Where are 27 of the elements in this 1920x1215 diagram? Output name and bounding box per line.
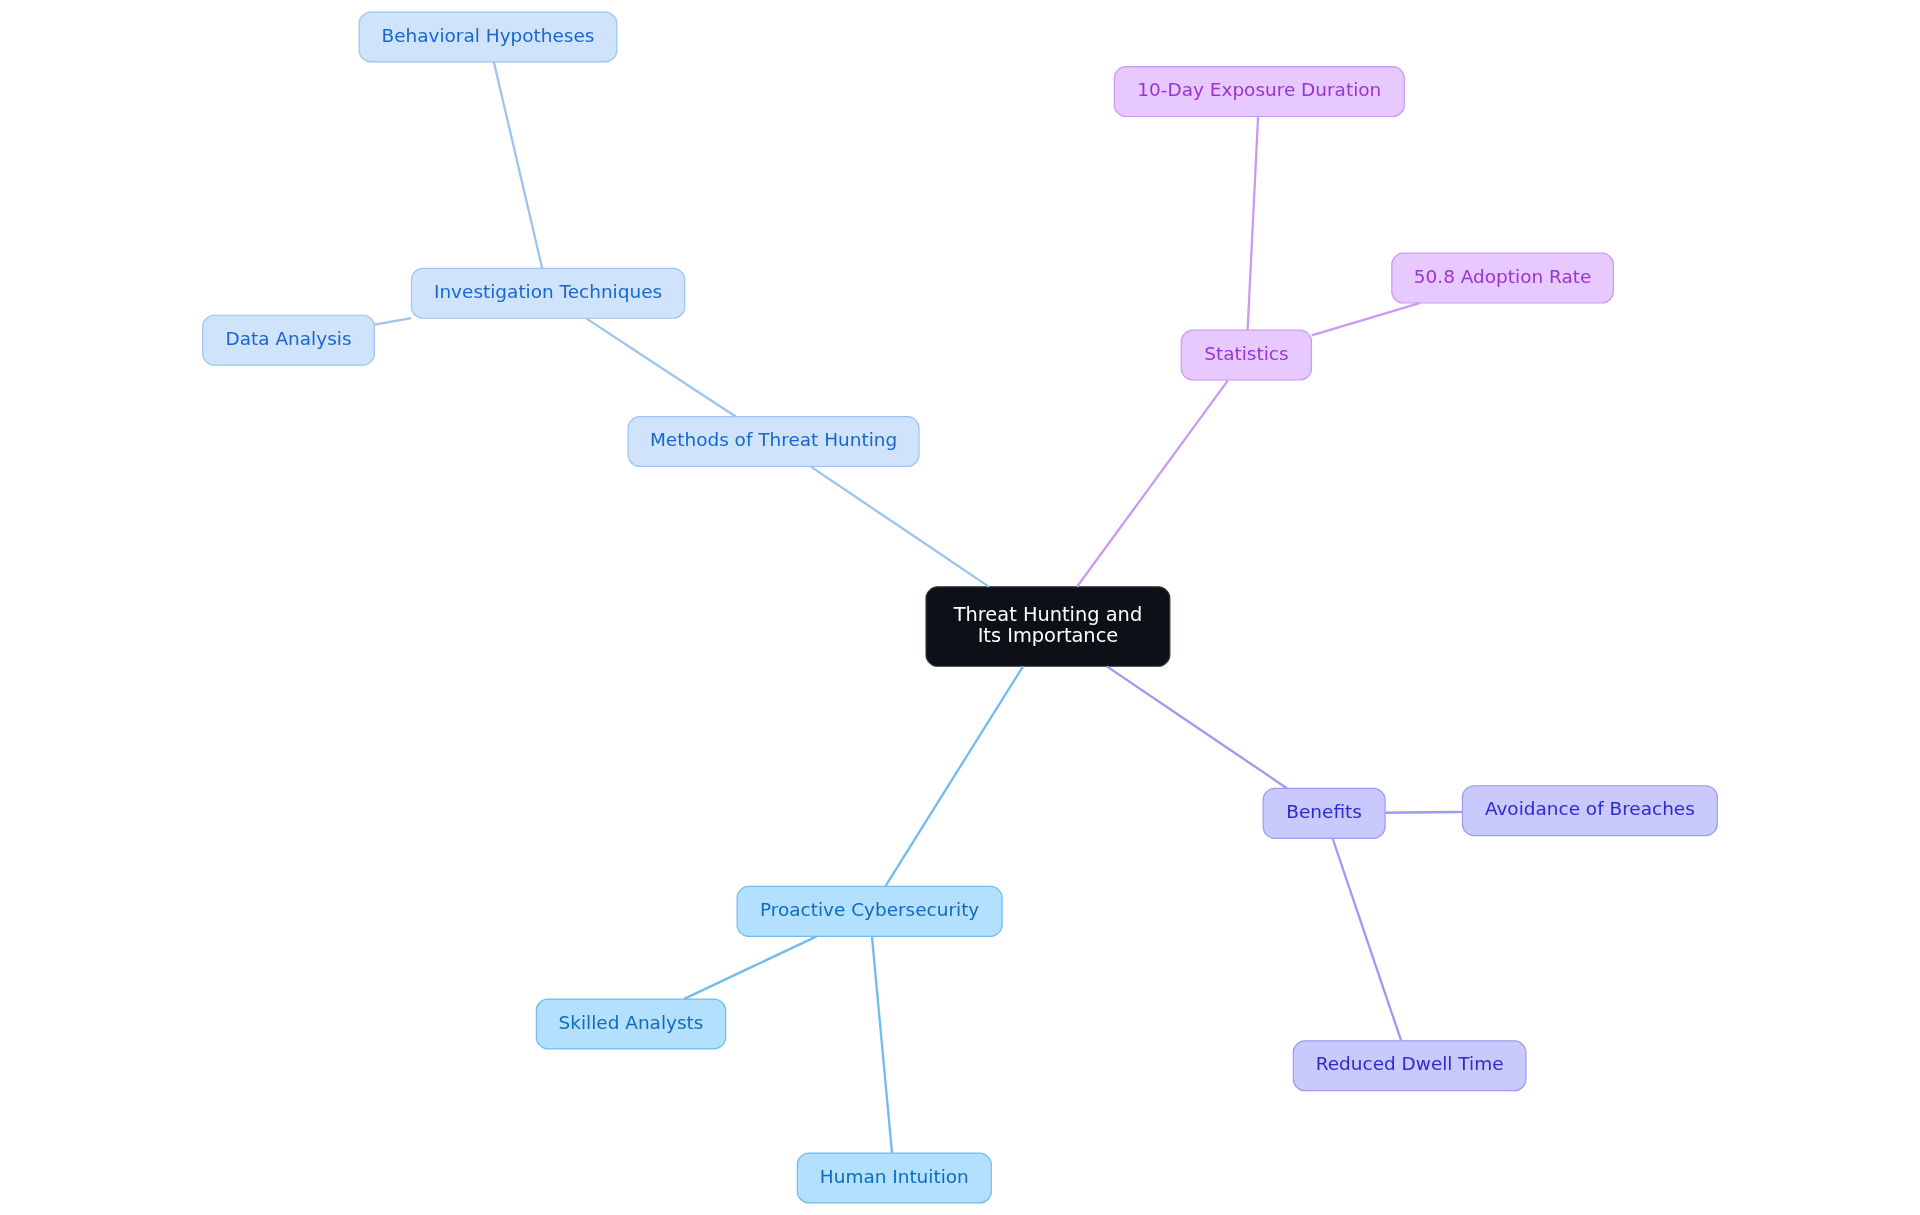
connector: [683, 935, 818, 1000]
node-box: Statistics: [1180, 329, 1313, 381]
node-box: Proactive Cybersecurity: [736, 885, 1003, 937]
connector: [585, 317, 737, 418]
node-box: Skilled Analysts: [535, 998, 727, 1050]
connector: [810, 465, 990, 588]
connector: [1311, 301, 1420, 337]
node-box: Threat Hunting and Its Importance: [925, 586, 1171, 667]
node-box: Reduced Dwell Time: [1292, 1040, 1527, 1092]
node-box: 50.8 Adoption Rate: [1391, 252, 1614, 304]
node-box: 10-Day Exposure Duration: [1113, 66, 1405, 118]
node-box: Avoidance of Breaches: [1461, 785, 1718, 837]
node-box: Behavioral Hypotheses: [358, 11, 618, 63]
node-box: Methods of Threat Hunting: [627, 416, 920, 468]
connector: [884, 665, 1024, 887]
node-box: Investigation Techniques: [410, 267, 686, 319]
node-box: Data Analysis: [202, 314, 376, 366]
connector: [1331, 838, 1403, 1042]
connector: [870, 936, 894, 1153]
connector: [1385, 810, 1463, 814]
connector: [374, 316, 412, 326]
connector: [1106, 665, 1288, 790]
connector: [1076, 379, 1229, 588]
connector: [1246, 116, 1260, 331]
node-box: Benefits: [1262, 787, 1386, 839]
node-box: Human Intuition: [796, 1152, 992, 1204]
connector: [492, 61, 544, 269]
